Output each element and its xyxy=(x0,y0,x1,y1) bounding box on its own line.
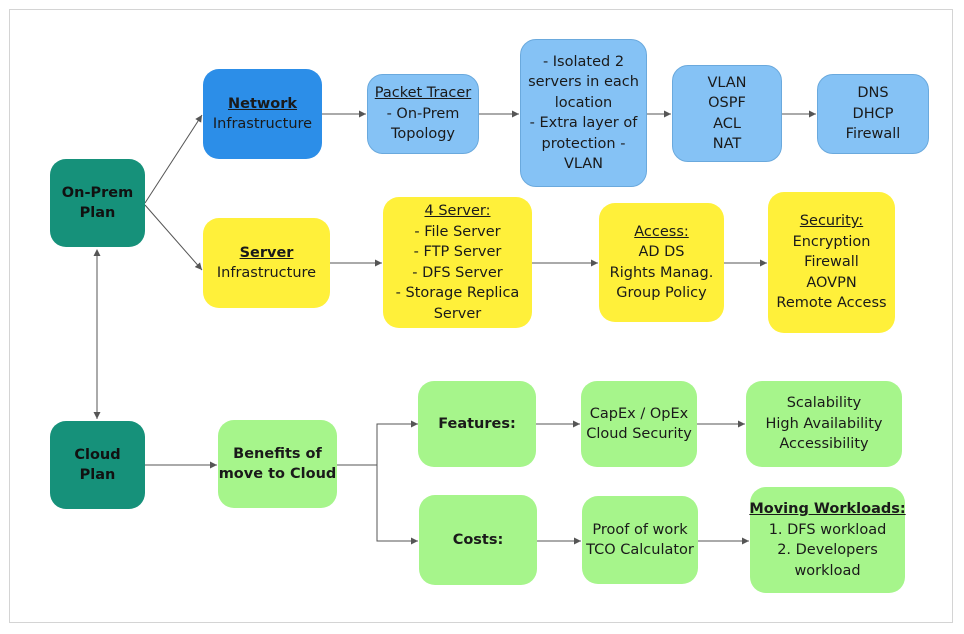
node-network-line-1: Infrastructure xyxy=(212,116,313,132)
node-scal-line-3: Accessibility xyxy=(779,436,869,453)
node-vlan-line-1: VLAN xyxy=(707,74,747,91)
diagram-frame xyxy=(9,9,953,623)
node-dns-line-2: DHCP xyxy=(852,105,894,122)
node-security: Security: Encryption Firewall AOVPN Remo… xyxy=(768,192,895,333)
node-packet-line-1: - On-Prem xyxy=(386,105,460,122)
node-scal-line-1: Scalability xyxy=(786,395,862,412)
node-isolated-line-2: servers in each xyxy=(528,74,639,90)
node-packet-heading: Packet Tracer xyxy=(374,85,472,102)
node-costs-line-1: Costs: xyxy=(452,531,504,548)
node-security-line-3: AOVPN xyxy=(806,274,857,291)
arrow-onprem-network xyxy=(144,114,203,204)
node-moving-heading: Moving Workloads: xyxy=(749,501,906,517)
node-isolated-servers: - Isolated 2 servers in each location - … xyxy=(520,39,647,187)
node-network-infrastructure: Network Infrastructure xyxy=(203,69,322,159)
node-isolated-line-5: protection - xyxy=(541,135,626,152)
node-access-heading: Access: xyxy=(634,223,689,240)
node-features-line-1: Features: xyxy=(438,415,516,432)
node-vlan-line-4: NAT xyxy=(712,136,742,152)
node-server-line-1: Infrastructure xyxy=(216,265,317,281)
node-fourserver-heading: 4 Server: xyxy=(424,203,491,219)
node-moving-line-2: 2. Developers xyxy=(777,542,878,558)
node-dns-line-1: DNS xyxy=(857,85,889,102)
node-four-server: 4 Server: - File Server - FTP Server - D… xyxy=(383,197,532,328)
node-isolated-line-6: VLAN xyxy=(563,156,604,172)
node-fourserver-line-1: - File Server xyxy=(414,223,501,240)
node-onprem-plan: On-Prem Plan xyxy=(50,159,145,247)
node-access-line-2: Rights Manag. xyxy=(609,264,714,281)
node-cloud-line-1: Cloud xyxy=(74,446,121,463)
node-fourserver-line-4: - Storage Replica xyxy=(395,285,520,301)
node-server-infrastructure: Server Infrastructure xyxy=(203,218,330,308)
node-cloud-line-2: Plan xyxy=(79,467,116,483)
node-fourserver-line-3: - DFS Server xyxy=(412,264,503,281)
node-costs: Costs: xyxy=(419,495,537,585)
node-proof-line-2: TCO Calculator xyxy=(586,542,694,558)
node-moving-line-3: workload xyxy=(794,562,861,579)
node-fourserver-line-5: Server xyxy=(433,305,482,322)
node-security-line-1: Encryption xyxy=(792,233,871,250)
node-network-heading: Network xyxy=(227,95,298,112)
arrow-benefits-costs xyxy=(376,465,418,545)
arrow-onprem-server xyxy=(144,204,203,271)
node-server-heading: Server xyxy=(239,244,294,261)
node-vlan-line-2: OSPF xyxy=(708,95,746,111)
node-proof: Proof of work TCO Calculator xyxy=(582,496,698,584)
node-onprem-line-1: On-Prem xyxy=(61,184,134,201)
node-packet-line-2: Topology xyxy=(390,126,456,143)
node-moving-line-1: 1. DFS workload xyxy=(768,521,887,538)
node-scalability: Scalability High Availability Accessibil… xyxy=(746,381,902,467)
node-security-heading: Security: xyxy=(799,213,864,230)
node-isolated-line-4: - Extra layer of xyxy=(529,115,638,131)
node-features: Features: xyxy=(418,381,536,467)
node-cloud-plan: Cloud Plan xyxy=(50,421,145,509)
node-benefits-line-2: move to Cloud xyxy=(218,466,337,482)
node-moving-workloads: Moving Workloads: 1. DFS workload 2. Dev… xyxy=(749,487,906,593)
node-isolated-line-3: location xyxy=(554,94,613,111)
node-vlan-line-3: ACL xyxy=(713,115,741,132)
node-capex-line-2: Cloud Security xyxy=(586,426,692,442)
node-access-line-3: Group Policy xyxy=(616,285,707,301)
node-onprem-line-2: Plan xyxy=(79,205,116,221)
node-fourserver-line-2: - FTP Server xyxy=(413,244,502,260)
node-proof-line-1: Proof of work xyxy=(592,521,688,538)
node-capex-line-1: CapEx / OpEx xyxy=(589,405,689,422)
node-access: Access: AD DS Rights Manag. Group Policy xyxy=(599,203,724,322)
node-security-line-4: Remote Access xyxy=(776,295,887,312)
node-vlan: VLAN OSPF ACL NAT xyxy=(672,65,782,162)
node-benefits: Benefits of move to Cloud xyxy=(218,420,337,508)
arrow-benefits-features xyxy=(337,420,418,466)
node-dns-line-3: Firewall xyxy=(845,126,901,143)
node-benefits-line-1: Benefits of xyxy=(233,445,322,462)
node-dns: DNS DHCP Firewall xyxy=(817,74,929,154)
node-scal-line-2: High Availability xyxy=(765,415,883,432)
node-access-line-1: AD DS xyxy=(638,244,685,260)
node-capex: CapEx / OpEx Cloud Security xyxy=(581,381,697,467)
node-packet-tracer: Packet Tracer - On-Prem Topology xyxy=(367,74,479,154)
node-security-line-2: Firewall xyxy=(804,254,859,271)
node-isolated-line-1: - Isolated 2 xyxy=(542,53,625,70)
